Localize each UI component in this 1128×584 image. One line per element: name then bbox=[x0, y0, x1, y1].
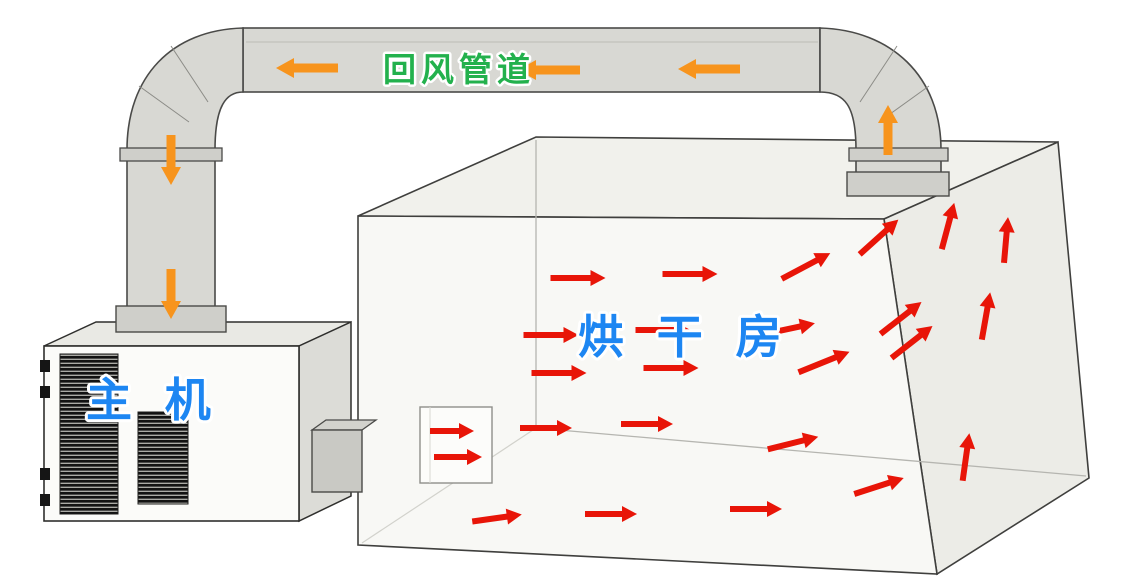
drying-room-front-face bbox=[357, 215, 938, 575]
airflow-arrow bbox=[161, 135, 181, 185]
airflow-arrow bbox=[531, 365, 587, 381]
airflow-arrow bbox=[276, 58, 338, 78]
airflow-arrow bbox=[730, 501, 782, 517]
airflow-arrow bbox=[523, 327, 579, 343]
airflow-arrow bbox=[889, 325, 933, 361]
supply-duct bbox=[309, 419, 379, 493]
airflow-arrow bbox=[518, 60, 580, 80]
hinge-mark bbox=[40, 360, 50, 372]
interior-floor-left-edge bbox=[361, 427, 537, 544]
interior-floor-edge bbox=[535, 427, 1087, 477]
air-intake-grille-center bbox=[137, 411, 189, 505]
return-duct-left-elbow bbox=[126, 27, 244, 151]
airflow-arrow bbox=[430, 423, 474, 439]
drying-room-label: 烘 干 房 bbox=[578, 311, 792, 363]
air-intake-grille-left bbox=[59, 353, 119, 515]
airflow-arrow bbox=[878, 301, 922, 337]
elbow-seam bbox=[170, 45, 209, 103]
airflow-arrow bbox=[520, 420, 572, 436]
drying-room bbox=[357, 136, 1090, 576]
elbow-seam bbox=[138, 85, 190, 123]
airflow-arrow bbox=[678, 59, 740, 79]
airflow-arrow bbox=[434, 449, 482, 465]
airflow-arrow bbox=[978, 292, 996, 341]
duct-flange-to-room bbox=[846, 171, 950, 197]
airflow-arrow bbox=[621, 416, 673, 432]
main-unit-label: 主 机 bbox=[86, 374, 221, 426]
hinge-mark bbox=[40, 468, 50, 480]
airflow-arrow bbox=[635, 322, 691, 338]
airflow-arrow bbox=[760, 318, 815, 338]
airflow-arrow bbox=[797, 349, 850, 376]
airflow-arrow bbox=[878, 105, 898, 155]
airflow-arrow bbox=[857, 219, 899, 257]
return-duct-label: 回风管道 bbox=[383, 51, 535, 88]
airflow-arrow bbox=[780, 253, 831, 282]
return-duct-horizontal bbox=[242, 27, 821, 93]
airflow-arrow bbox=[938, 202, 959, 250]
airflow-arrow bbox=[550, 270, 606, 286]
airflow-arrow bbox=[161, 269, 181, 319]
duct-airflow-arrows bbox=[161, 58, 898, 319]
supply-air-opening bbox=[419, 406, 493, 484]
labels: 回风管道 烘 干 房 主 机 bbox=[83, 49, 792, 430]
main-unit bbox=[40, 320, 352, 523]
elbow-seam bbox=[859, 45, 898, 103]
airflow-arrow bbox=[959, 433, 976, 482]
airflow-arrow bbox=[662, 266, 718, 282]
duct-collar bbox=[848, 147, 949, 162]
return-duct-right-elbow bbox=[819, 27, 942, 151]
airflow-arrow bbox=[767, 432, 819, 453]
airflow-arrow bbox=[998, 217, 1015, 264]
hinge-mark bbox=[40, 494, 50, 506]
airflow-arrow bbox=[585, 506, 637, 522]
hinge-mark bbox=[40, 386, 50, 398]
airflow-arrow bbox=[853, 474, 904, 497]
room-airflow-arrows bbox=[430, 202, 1015, 525]
supply-duct-body bbox=[311, 429, 363, 493]
supply-opening-panel bbox=[419, 406, 493, 484]
airflow-arrow bbox=[643, 360, 699, 376]
airflow-arrow bbox=[471, 508, 522, 525]
